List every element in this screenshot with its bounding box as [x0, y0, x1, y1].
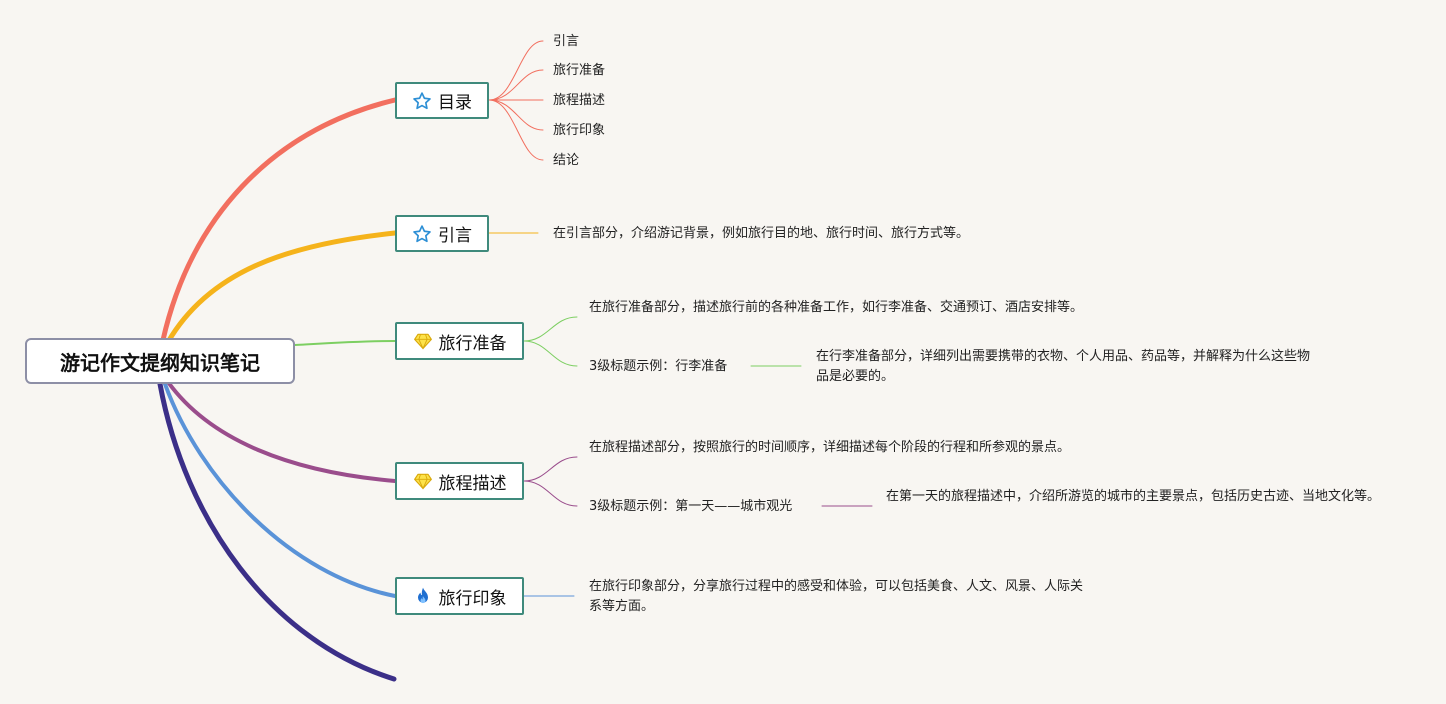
node-yinxiang-label: 旅行印象	[438, 588, 507, 609]
yinxiang-text[interactable]: 在旅行印象部分，分享旅行过程中的感受和体验，可以包括美食、人文、风景、人际关系等…	[589, 579, 1084, 614]
zhunbei-text[interactable]: 在旅行准备部分，描述旅行前的各种准备工作，如行李准备、交通预订、酒店安排等。	[589, 300, 1084, 315]
branch-line-yinyan	[165, 230, 398, 345]
fire-icon	[413, 586, 433, 606]
root-label: 游记作文提纲知识笔记	[60, 350, 260, 375]
zhunbei-example[interactable]: 3级标题示例：行李准备	[589, 359, 728, 374]
miaoshu-text[interactable]: 在旅程描述部分，按照旅行的时间顺序，详细描述每个阶段的行程和所参观的景点。	[589, 440, 1071, 455]
node-zhunbei-label: 旅行准备	[438, 333, 507, 354]
miaoshu-example-text[interactable]: 在第一天的旅程描述中，介绍所游览的城市的主要景点，包括历史古迹、当地文化等。	[886, 489, 1381, 504]
node-mulu[interactable]: 目录	[395, 82, 489, 119]
root-node[interactable]: 游记作文提纲知识笔记	[25, 338, 295, 384]
zhunbei-example-text[interactable]: 在行李准备部分，详细列出需要携带的衣物、个人用品、药品等，并解释为什么这些物品是…	[816, 349, 1311, 384]
yinyan-text[interactable]: 在引言部分，介绍游记背景，例如旅行目的地、旅行时间、旅行方式等。	[553, 226, 970, 241]
miaoshu-connector	[523, 480, 578, 507]
zhunbei-connector	[523, 340, 578, 367]
node-miaoshu-label: 旅程描述	[438, 473, 507, 494]
branch-line-mulu	[160, 97, 398, 343]
mulu-item-connector	[488, 40, 544, 101]
node-miaoshu[interactable]: 旅程描述	[395, 462, 524, 500]
branch-line-zhunbei	[294, 340, 396, 346]
node-zhunbei[interactable]: 旅行准备	[395, 322, 524, 360]
mulu-item[interactable]: 旅行准备	[553, 63, 606, 78]
star-outline-icon	[412, 224, 432, 244]
branch-line-yinxiang	[163, 382, 397, 598]
star-outline-icon	[412, 91, 432, 111]
mulu-item-connector	[488, 99, 544, 161]
mulu-item-connector	[488, 99, 544, 131]
mulu-item[interactable]: 引言	[553, 34, 580, 49]
mulu-item[interactable]: 旅程描述	[553, 93, 606, 108]
mulu-item-connector	[488, 69, 544, 101]
node-yinxiang[interactable]: 旅行印象	[395, 577, 524, 615]
branch-line-extra	[157, 381, 397, 682]
mulu-item[interactable]: 结论	[553, 153, 580, 168]
zhunbei-connector	[523, 316, 578, 342]
node-yinyan-label: 引言	[438, 226, 472, 246]
node-mulu-label: 目录	[438, 93, 472, 113]
mulu-item[interactable]: 旅行印象	[553, 123, 606, 138]
diamond-icon	[413, 471, 433, 491]
diamond-icon	[413, 331, 433, 351]
node-yinyan[interactable]: 引言	[395, 215, 489, 252]
miaoshu-example[interactable]: 3级标题示例：第一天——城市观光	[589, 499, 793, 514]
miaoshu-connector	[523, 456, 578, 482]
branch-line-miaoshu	[166, 380, 397, 483]
